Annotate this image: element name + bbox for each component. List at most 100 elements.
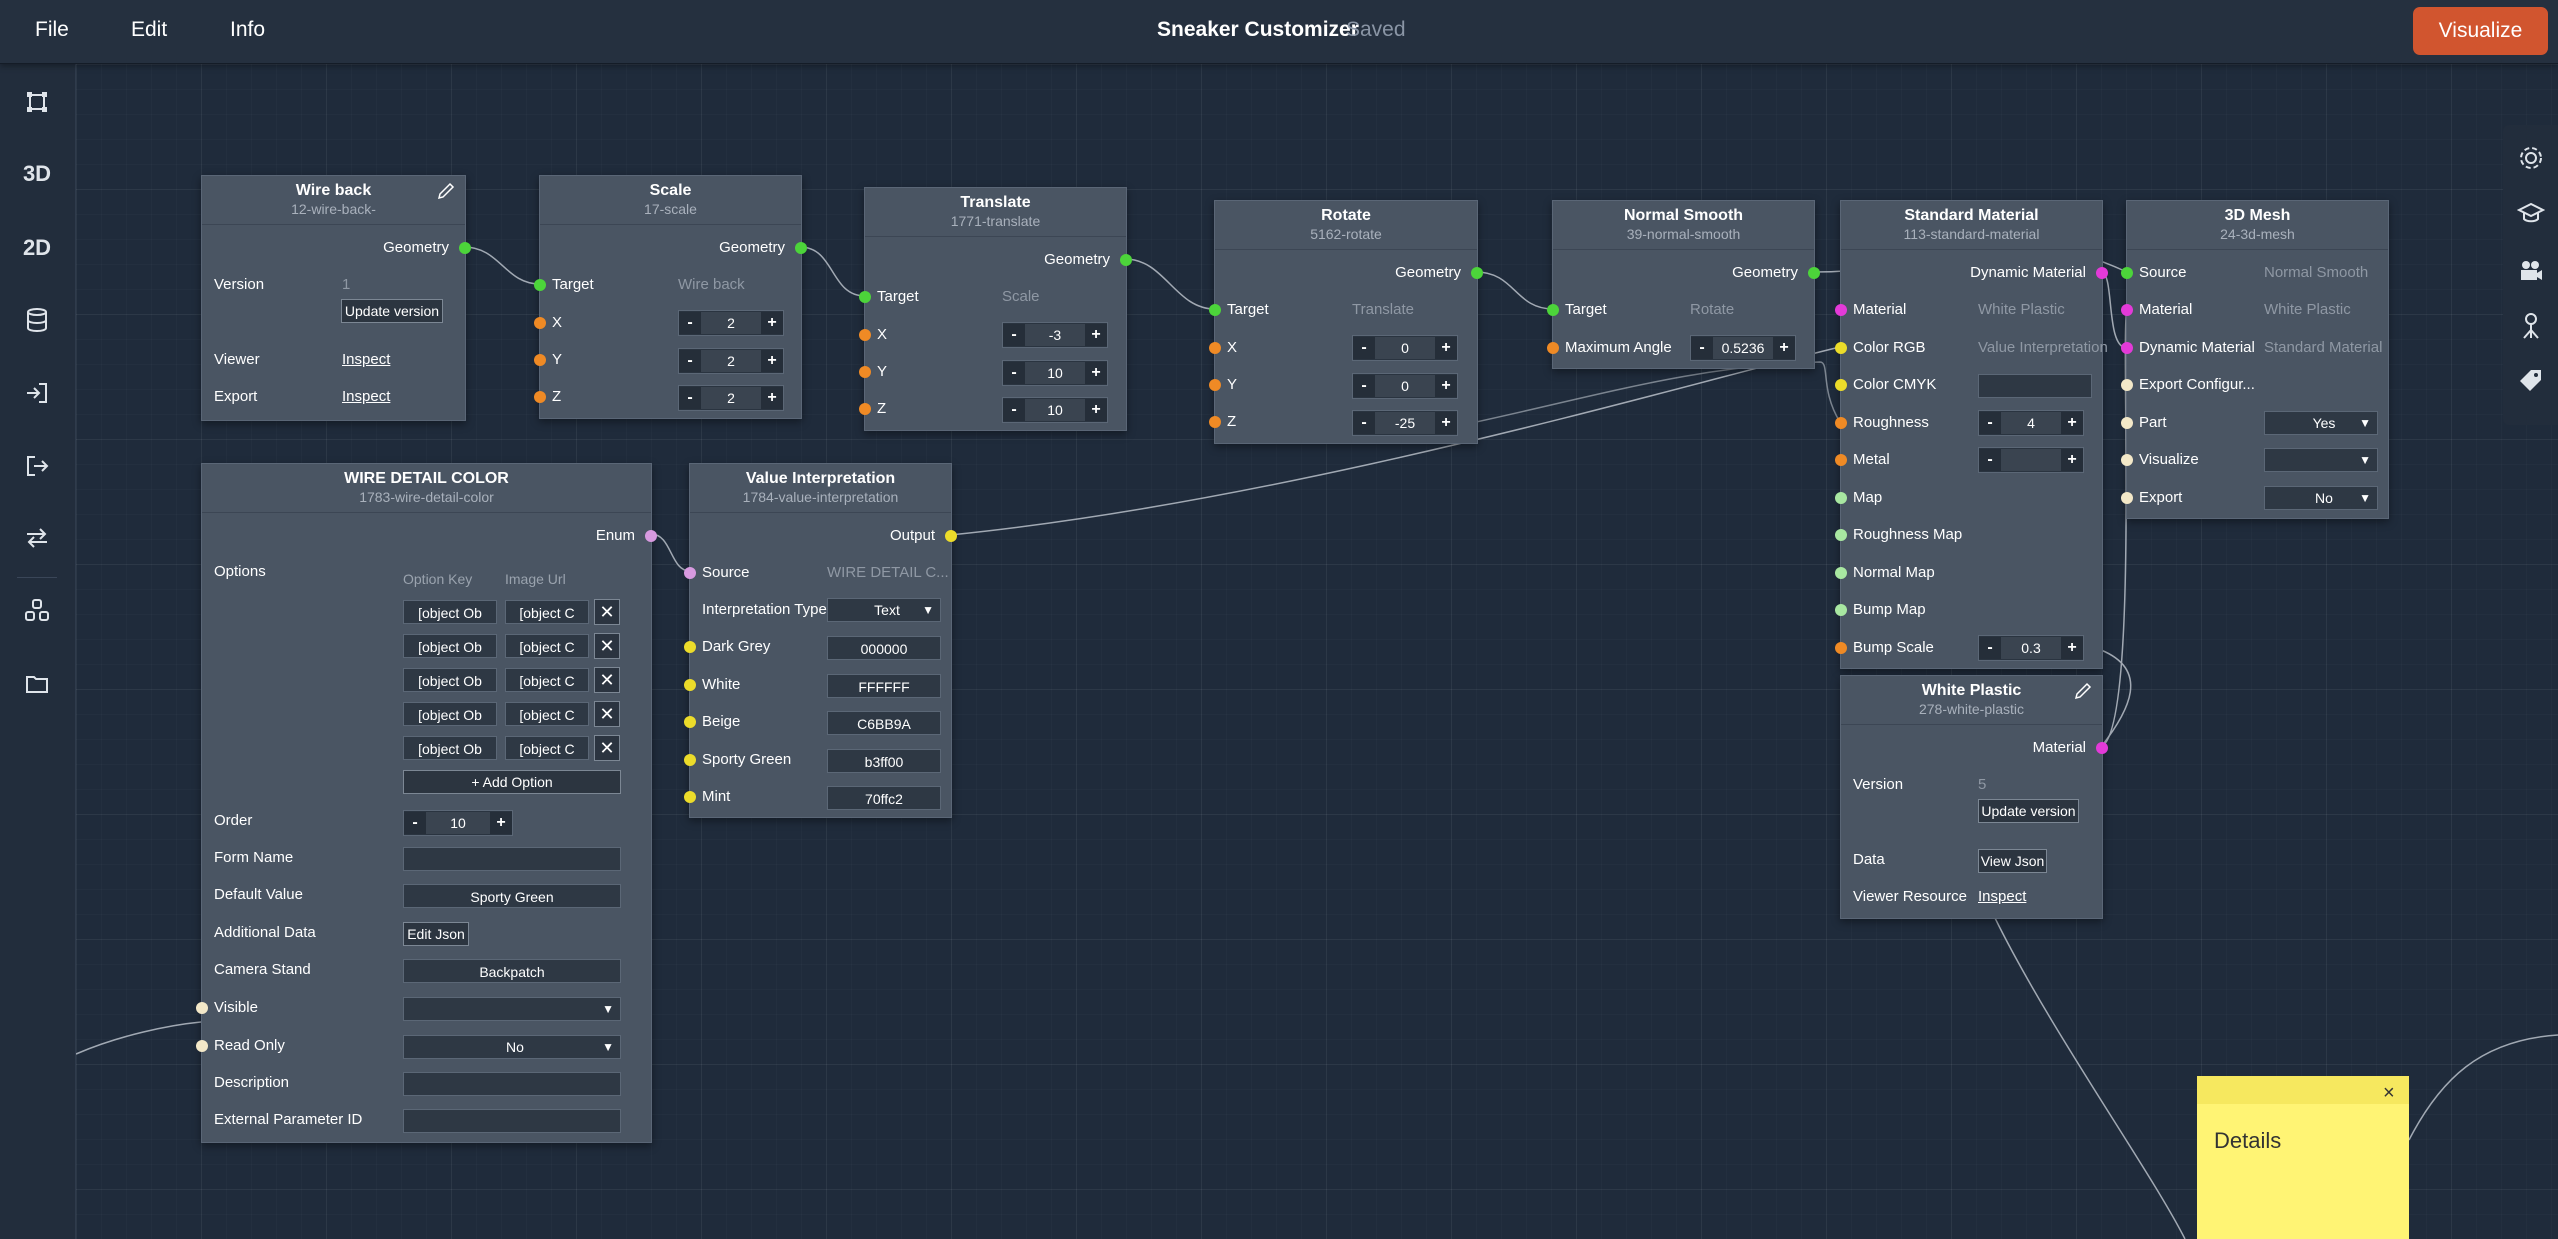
input-port-color-rgb[interactable] <box>1835 342 1847 354</box>
input-port-visualize[interactable] <box>2121 454 2133 466</box>
stepper-value[interactable]: 10 <box>1025 399 1085 421</box>
decrement-button[interactable]: - <box>1979 412 2001 434</box>
stepper-value[interactable]: 0.5236 <box>1713 337 1773 359</box>
tag-icon[interactable] <box>2515 365 2547 397</box>
input-port-x[interactable] <box>1209 342 1221 354</box>
input-port-color[interactable] <box>684 753 696 766</box>
x-stepper[interactable]: -0+ <box>1352 335 1458 361</box>
input-port-x[interactable] <box>534 317 546 329</box>
option-key-input[interactable]: [object Ob <box>403 702 497 726</box>
decrement-button[interactable]: - <box>1691 337 1713 359</box>
menu-file[interactable]: File <box>35 18 69 41</box>
output-port-geometry[interactable] <box>795 242 807 254</box>
input-port-dynamic-material[interactable] <box>2121 342 2133 354</box>
pencil-icon[interactable] <box>437 182 455 205</box>
remove-option-close-icon[interactable]: ✕ <box>594 735 620 761</box>
increment-button[interactable]: + <box>1435 337 1457 359</box>
viewer-inspect-link[interactable]: Inspect <box>342 351 391 368</box>
visible-select[interactable]: ▼ <box>403 997 621 1021</box>
edit-json-button[interactable]: Edit Json <box>403 922 469 946</box>
node-value-interpretation[interactable]: Value Interpretation 1784-value-interpre… <box>684 463 957 818</box>
decrement-button[interactable]: - <box>679 387 701 409</box>
option-key-input[interactable]: [object Ob <box>403 600 497 624</box>
stepper-value[interactable]: 2 <box>701 312 761 334</box>
x-stepper[interactable]: -2+ <box>678 310 784 336</box>
remove-option-close-icon[interactable]: ✕ <box>594 599 620 625</box>
increment-button[interactable]: + <box>1085 399 1107 421</box>
view-json-button[interactable]: View Json <box>1978 849 2047 873</box>
node-rotate[interactable]: Rotate 5162-rotate Geometry Target Trans… <box>1209 200 1483 444</box>
export-icon[interactable] <box>18 447 56 485</box>
stepper-value[interactable]: 10 <box>1025 362 1085 384</box>
node-wire-back[interactable]: Wire back 12-wire-back- Geometry Version… <box>201 175 471 421</box>
components-icon[interactable] <box>18 592 56 630</box>
input-port-color[interactable] <box>684 716 696 728</box>
viewer-resource-inspect-link[interactable]: Inspect <box>1978 888 2027 905</box>
output-port-enum[interactable] <box>645 530 657 542</box>
output-port-output[interactable] <box>945 530 957 542</box>
input-port-x[interactable] <box>859 329 871 341</box>
decrement-button[interactable]: - <box>679 312 701 334</box>
output-port-geometry[interactable] <box>1808 267 1820 279</box>
update-version-button[interactable]: Update version <box>341 299 443 323</box>
y-stepper[interactable]: -0+ <box>1352 373 1458 399</box>
form-name-input[interactable] <box>403 847 621 871</box>
decrement-button[interactable]: - <box>1979 449 2001 471</box>
interpretation-type-select[interactable]: Text▼ <box>827 598 941 622</box>
output-port-geometry[interactable] <box>1120 254 1132 266</box>
export-inspect-link[interactable]: Inspect <box>342 388 391 405</box>
decrement-button[interactable]: - <box>1003 362 1025 384</box>
import-icon[interactable] <box>18 374 56 412</box>
stepper-value[interactable]: 0.3 <box>2001 637 2061 659</box>
frame-select-icon[interactable] <box>18 83 56 121</box>
color-hex-input[interactable]: C6BB9A <box>827 711 941 735</box>
close-icon[interactable]: × <box>2383 1082 2395 1104</box>
input-port-color[interactable] <box>684 791 696 803</box>
increment-button[interactable]: + <box>1435 412 1457 434</box>
output-port-geometry[interactable] <box>459 242 471 254</box>
3d-mode-icon[interactable]: 3D <box>22 161 52 186</box>
increment-button[interactable]: + <box>2061 412 2083 434</box>
image-url-input[interactable]: [object C <box>505 668 589 692</box>
decrement-button[interactable]: - <box>1003 324 1025 346</box>
node-3d-mesh[interactable]: 3D Mesh 24-3d-mesh Source Normal Smooth … <box>2121 200 2389 519</box>
camera-stand-icon[interactable] <box>2515 310 2547 342</box>
sticky-note[interactable]: × Details <box>2197 1076 2409 1239</box>
increment-button[interactable]: + <box>1773 337 1795 359</box>
visualize-button[interactable]: Visualize <box>2413 7 2548 55</box>
part-select[interactable]: Yes▼ <box>2264 411 2378 435</box>
input-port-color[interactable] <box>684 641 696 653</box>
input-port-target[interactable] <box>1209 304 1221 316</box>
output-port-material[interactable] <box>2096 742 2108 754</box>
z-stepper[interactable]: -2+ <box>678 385 784 411</box>
node-white-plastic[interactable]: White Plastic 278-white-plastic Material… <box>1840 675 2108 919</box>
remove-option-close-icon[interactable]: ✕ <box>594 667 620 693</box>
swap-icon[interactable] <box>18 519 56 557</box>
input-port-roughness-map[interactable] <box>1835 529 1847 541</box>
sticky-note-text[interactable]: Details <box>2214 1128 2282 1153</box>
stepper-value[interactable]: 2 <box>701 350 761 372</box>
increment-button[interactable]: + <box>761 387 783 409</box>
input-port-export-configuration[interactable] <box>2121 379 2133 391</box>
y-stepper[interactable]: -2+ <box>678 348 784 374</box>
input-port-export[interactable] <box>2121 492 2133 504</box>
visualize-select[interactable]: ▼ <box>2264 448 2378 472</box>
z-stepper[interactable]: -10+ <box>1002 397 1108 423</box>
x-stepper[interactable]: --3+ <box>1002 322 1108 348</box>
input-port-color[interactable] <box>684 678 696 691</box>
input-port-normal-map[interactable] <box>1835 567 1847 579</box>
input-port-z[interactable] <box>859 403 871 415</box>
stepper-value[interactable]: 0 <box>1375 337 1435 359</box>
graduation-cap-icon[interactable] <box>2515 198 2547 230</box>
decrement-button[interactable]: - <box>1353 337 1375 359</box>
settings-gear-icon[interactable] <box>2515 142 2547 174</box>
color-hex-input[interactable]: 70ffc2 <box>827 786 941 810</box>
add-option-button[interactable]: + Add Option <box>403 770 621 794</box>
input-port-roughness[interactable] <box>1835 417 1847 429</box>
camera-icon[interactable] <box>2515 255 2547 287</box>
increment-button[interactable]: + <box>1085 324 1107 346</box>
input-port-y[interactable] <box>1209 379 1221 391</box>
input-port-bump-scale[interactable] <box>1835 642 1847 654</box>
metal-stepper[interactable]: -+ <box>1978 447 2084 473</box>
input-port-read-only[interactable] <box>196 1040 208 1052</box>
